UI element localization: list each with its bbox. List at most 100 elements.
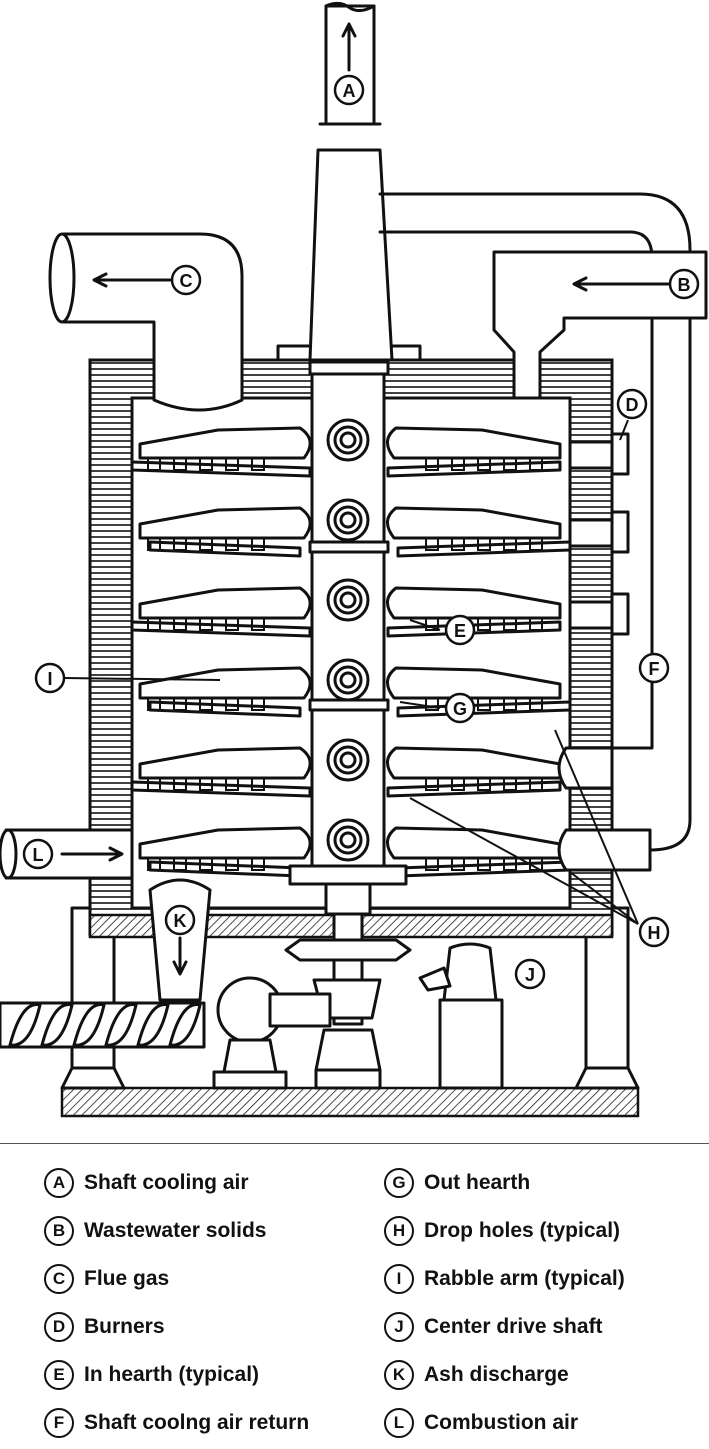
legend-item-a: A Shaft cooling air <box>44 1165 249 1201</box>
rabble-tooth <box>173 857 187 871</box>
rabble-tooth <box>199 457 213 471</box>
rabble-arm-left <box>138 746 312 780</box>
screw-flight <box>168 1003 202 1047</box>
legend-label: Combustion air <box>424 1411 579 1434</box>
shaft-ring-inner <box>339 831 357 849</box>
rabble-tooth <box>225 777 239 791</box>
rabble-tooth <box>147 697 161 711</box>
shaft-ring-inner <box>339 431 357 449</box>
rabble-arm-right <box>386 666 562 700</box>
svg-text:I: I <box>47 669 52 689</box>
shaft-cooling-air-pipe <box>318 1 382 126</box>
shaft-ring-inner <box>339 671 357 689</box>
callout-H: H <box>638 916 670 948</box>
legend-letter-badge: I <box>384 1264 414 1294</box>
screw-flight <box>72 1003 106 1047</box>
base-plate <box>60 1086 640 1118</box>
callout-K: K <box>164 904 196 936</box>
legend-label: Center drive shaft <box>424 1315 603 1338</box>
legend-label: In hearth (typical) <box>84 1363 260 1386</box>
screw-flight <box>104 1003 138 1047</box>
multiple-hearth-furnace-diagram: A B C D E F G H I J K L <box>0 1 708 1118</box>
rabble-tooth <box>147 777 161 791</box>
rabble-tooth <box>225 457 239 471</box>
screw-flight <box>136 1003 170 1047</box>
rabble-tooth <box>425 857 439 871</box>
rabble-tooth <box>199 857 213 871</box>
callout-J: J <box>514 958 546 990</box>
svg-text:G: G <box>453 699 467 719</box>
legend-letter-badge: C <box>44 1264 74 1294</box>
rabble-tooth <box>425 457 439 471</box>
rabble-tooth <box>251 697 265 711</box>
hearth-floor <box>130 620 312 638</box>
rabble-tooth <box>251 857 265 871</box>
rabble-tooth <box>225 617 239 631</box>
rabble-tooth <box>477 697 491 711</box>
rabble-tooth <box>451 537 465 551</box>
rabble-tooth <box>529 697 543 711</box>
legend-label: Out hearth <box>424 1171 531 1194</box>
legend-item-f: F Shaft coolng air return <box>44 1405 309 1441</box>
rabble-arm-right <box>386 746 562 780</box>
legend-letter-badge: F <box>44 1408 74 1438</box>
callout-G: G <box>444 692 476 724</box>
rabble-arm-left <box>138 666 312 700</box>
legend-letter-badge: K <box>384 1360 414 1390</box>
callout-B: B <box>668 268 700 300</box>
rabble-arm-left <box>138 586 312 620</box>
hearth-floor <box>130 460 312 478</box>
rabble-arm-right <box>386 586 562 620</box>
legend-divider <box>0 1143 709 1144</box>
rabble-arm-right <box>386 826 562 860</box>
rabble-tooth <box>173 697 187 711</box>
screw-flight <box>104 1003 138 1047</box>
air-return-elbows <box>557 746 652 872</box>
rabble-tooth <box>425 537 439 551</box>
rabble-tooth <box>503 857 517 871</box>
drive-mechanism <box>212 864 504 1090</box>
svg-text:B: B <box>678 275 691 295</box>
callout-I: I <box>34 662 66 694</box>
rabble-tooth <box>529 617 543 631</box>
callout-F: F <box>638 652 670 684</box>
rabble-tooth <box>503 617 517 631</box>
screw-flight <box>168 1003 202 1047</box>
hearth-chambers <box>130 426 572 878</box>
rabble-tooth <box>425 777 439 791</box>
rabble-tooth <box>477 617 491 631</box>
rabble-arm-left <box>138 426 312 460</box>
rabble-tooth <box>503 457 517 471</box>
legend-label: Drop holes (typical) <box>424 1219 621 1242</box>
legend-label: Shaft cooling air <box>84 1171 249 1194</box>
rabble-tooth <box>425 617 439 631</box>
leader-lines <box>63 419 639 925</box>
legend-item-i: I Rabble arm (typical) <box>384 1261 625 1297</box>
wastewater-feed-pipe <box>492 250 708 400</box>
rabble-tooth <box>477 457 491 471</box>
callout-C: C <box>170 264 202 296</box>
rabble-tooth <box>503 697 517 711</box>
rabble-tooth <box>503 777 517 791</box>
shaft-ring-inner <box>339 511 357 529</box>
legend-letter-badge: A <box>44 1168 74 1198</box>
rabble-tooth <box>199 617 213 631</box>
rabble-tooth <box>173 617 187 631</box>
legend-label: Shaft coolng air return <box>84 1411 310 1434</box>
combustion-air-pipe <box>0 828 134 880</box>
rabble-tooth <box>425 697 439 711</box>
rabble-tooth <box>503 537 517 551</box>
ash-discharge-chute <box>148 878 212 1002</box>
legend-label: Rabble arm (typical) <box>424 1267 625 1290</box>
rabble-tooth <box>225 697 239 711</box>
rabble-tooth <box>199 777 213 791</box>
callout-A: A <box>333 74 365 106</box>
screw-flight <box>72 1003 106 1047</box>
legend-label: Flue gas <box>84 1267 170 1290</box>
